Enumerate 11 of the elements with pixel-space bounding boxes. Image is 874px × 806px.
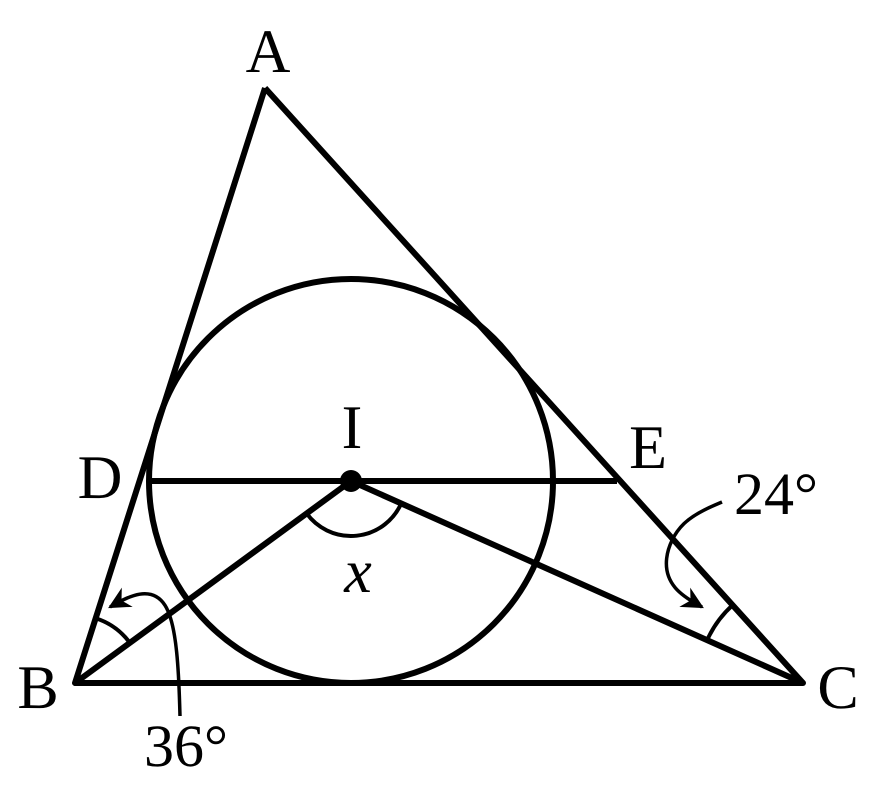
leader-line: [664, 500, 723, 609]
leader-line: [108, 588, 182, 716]
point-label: B: [17, 657, 59, 719]
point-label: E: [629, 417, 667, 479]
angle-label: 36°: [132, 716, 240, 778]
point-label: D: [78, 447, 122, 509]
angle-label: 24°: [722, 464, 830, 526]
point-label: I: [342, 397, 362, 459]
point-label: A: [246, 21, 290, 83]
angle-variable: x: [344, 541, 372, 603]
point-label: C: [817, 657, 859, 719]
